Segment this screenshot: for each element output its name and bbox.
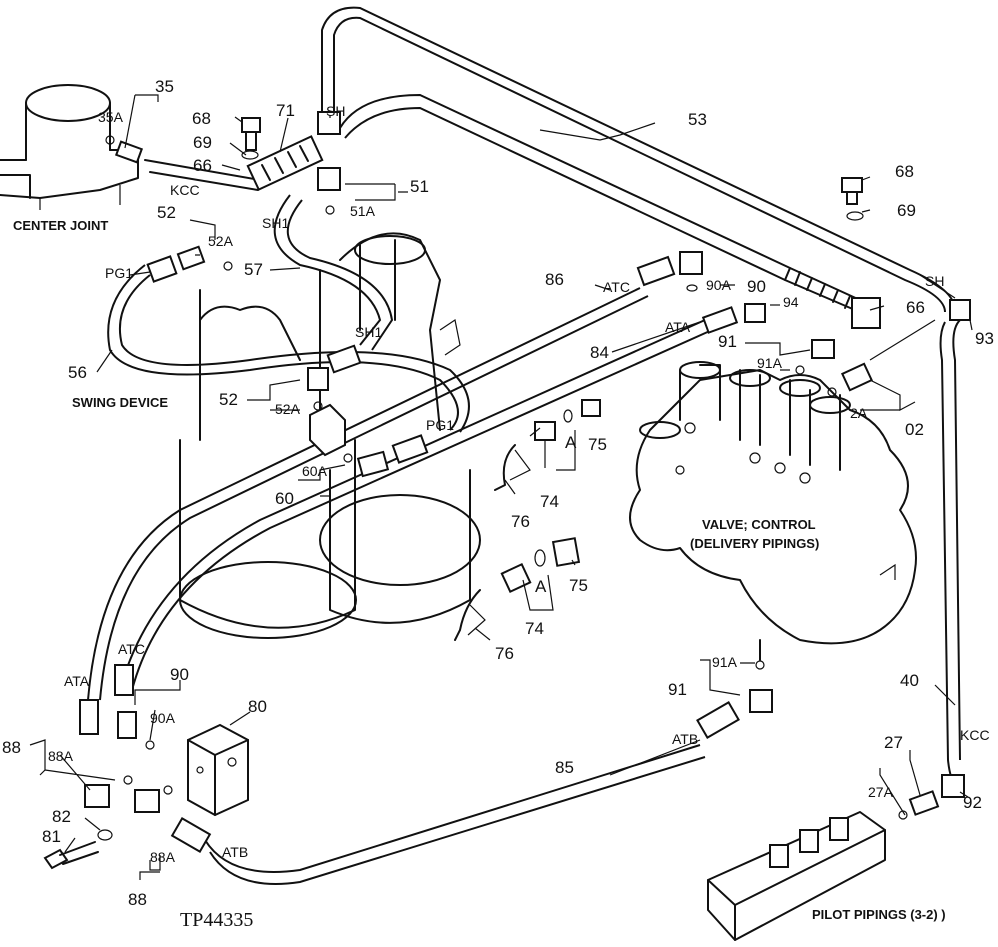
label-sh-right: SH [925,273,944,289]
label-75-top: 75 [588,435,607,454]
label-81: 81 [42,827,61,846]
label-84: 84 [590,343,609,362]
label-51a: 51A [350,203,376,219]
label-74-low: 74 [525,619,544,638]
label-57: 57 [244,260,263,279]
label-69: 69 [193,133,212,152]
label-51: 51 [410,177,429,196]
hose-84 [119,319,713,691]
label-2a: 2A [850,405,868,421]
label-94: 94 [783,294,799,310]
label-80: 80 [248,697,267,716]
label-90a-low: 90A [150,710,176,726]
label-56: 56 [68,363,87,382]
label-kcc-top: KCC [170,182,200,198]
label-88-left: 88 [2,738,21,757]
label-a-low: A [535,577,547,596]
hose-40 [939,319,961,786]
label-91a-top: 91A [757,355,783,371]
label-atb-low: ATB [222,844,248,860]
center-joint-caption: CENTER JOINT [13,218,108,233]
hose-71-66 [339,93,861,311]
label-atc-top: ATC [603,279,630,295]
label-92: 92 [963,793,982,812]
hose-85 [204,744,706,885]
label-52-top: 52 [157,203,176,222]
pilot-pipings-caption: PILOT PIPINGS (3-2) ) [812,907,946,922]
label-90-top: 90 [747,277,766,296]
label-91a-low: 91A [712,654,738,670]
label-27: 27 [884,733,903,752]
label-53: 53 [688,110,707,129]
label-66: 66 [193,156,212,175]
center-joint-drawing [0,84,139,210]
label-kcc-right: KCC [960,727,990,743]
swing-device-caption: SWING DEVICE [72,395,168,410]
label-atc-low: ATC [118,641,145,657]
label-93: 93 [975,329,994,348]
valve-control-caption: VALVE; CONTROL [702,517,816,532]
label-pg1-low: PG1 [426,417,454,433]
valve-control-subcaption: (DELIVERY PIPINGS) [690,536,819,551]
label-74-top: 74 [540,492,559,511]
label-sh1-mid: SH1 [355,324,382,340]
label-atb-mid: ATB [672,731,698,747]
label-90-low: 90 [170,665,189,684]
label-91-low: 91 [668,680,687,699]
label-82: 82 [52,807,71,826]
hose-86 [87,287,649,701]
label-60a: 60A [302,463,328,479]
swing-device-drawing [179,232,481,639]
label-85: 85 [555,758,574,777]
hose-53 [321,6,956,313]
label-88a-low: 88A [150,849,176,865]
label-pg1-top: PG1 [105,265,133,281]
label-68: 68 [192,109,211,128]
label-ata-low: ATA [64,673,90,689]
callout-labels: 35 35A 68 69 66 KCC 71 SH 51 51A 53 52 5… [2,77,994,909]
label-52a-top: 52A [208,233,234,249]
label-35a: 35A [98,109,124,125]
label-52a-low: 52A [275,401,301,417]
label-sh-top: SH [326,103,345,119]
control-valve-drawing [629,361,917,661]
label-75-low: 75 [569,576,588,595]
hose-56 [107,264,470,433]
label-sh1-top: SH1 [262,215,289,231]
pilot-pipings-block [707,811,886,941]
label-52-low: 52 [219,390,238,409]
figure-id: TP44335 [180,909,253,931]
label-86: 86 [545,270,564,289]
label-40: 40 [900,671,919,690]
label-a-top: A [565,433,577,452]
label-90a-top: 90A [706,277,732,293]
label-76-low: 76 [495,644,514,663]
label-88-low: 88 [128,890,147,909]
label-71: 71 [276,101,295,120]
label-88a-left: 88A [48,748,74,764]
label-35: 35 [155,77,174,96]
label-76-top: 76 [511,512,530,531]
label-68-right: 68 [895,162,914,181]
fittings [43,111,971,870]
hose-57 [273,194,394,351]
label-27a: 27A [868,784,894,800]
label-02: 02 [905,420,924,439]
label-66-right: 66 [906,298,925,317]
leader-lines [29,94,973,880]
label-91-top: 91 [718,332,737,351]
label-69-right: 69 [897,201,916,220]
label-ata-top: ATA [665,319,691,335]
label-60: 60 [275,489,294,508]
